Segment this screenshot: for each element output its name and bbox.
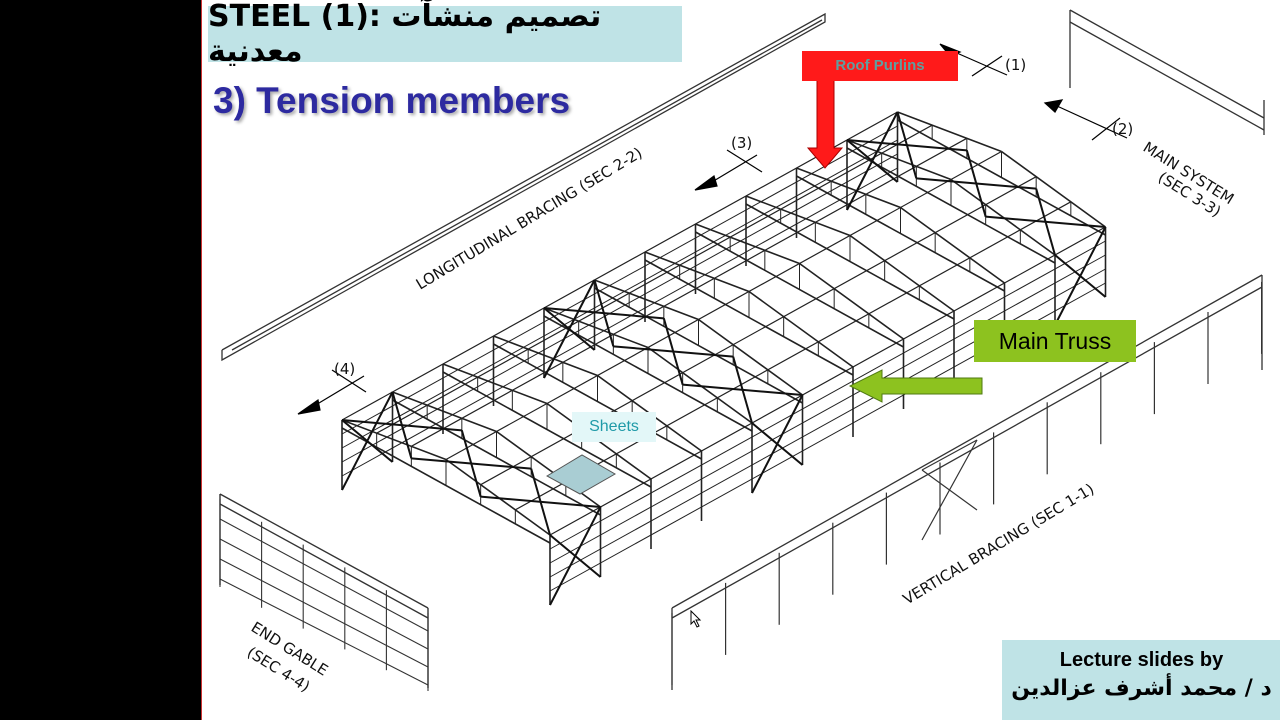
marker-4: (4): [334, 360, 355, 378]
main-system-section: [1069, 9, 1265, 135]
main-truss-label: Main Truss: [974, 320, 1136, 362]
vertical-bracing-section: [671, 274, 1263, 690]
slide-canvas: (1) (2) (3) (4) LONGITUDINAL BRACING (SE…: [201, 0, 1280, 720]
slide-title-box: STEEL (1): تصميم منشآت معدنية: [208, 0, 682, 69]
vertical-bracing-label: VERTICAL BRACING (SEC 1-1): [900, 480, 1097, 609]
main-truss-arrow: [848, 369, 983, 403]
sheets-patch: [545, 454, 617, 495]
credit-line-2: د / محمد أشرف عزالدين: [1011, 676, 1272, 701]
credit-line-1: Lecture slides by: [1059, 649, 1224, 671]
building-frames: [341, 111, 1107, 605]
credit-box: Lecture slides by د / محمد أشرف عزالدين: [1002, 640, 1280, 720]
roof-purlins-label: Roof Purlins: [802, 51, 958, 81]
marker-1: (1): [1005, 56, 1026, 74]
x-bracing: [341, 111, 1107, 606]
section-markers: [297, 43, 1128, 415]
vertical-bracing-columns: [671, 281, 1263, 685]
roof-purlins-arrow: [806, 79, 844, 169]
steel-structure-drawing: (1) (2) (3) (4) LONGITUDINAL BRACING (SE…: [219, 9, 1265, 696]
marker-2: (2): [1112, 120, 1133, 138]
slide-subtitle: 3) Tension members: [213, 80, 571, 121]
longitudinal-bracing-section: [221, 12, 826, 362]
end-gable-grid: [219, 499, 429, 691]
sheets-label: Sheets: [572, 412, 656, 442]
marker-3: (3): [731, 134, 752, 152]
slide-title: STEEL (1): تصميم منشآت معدنية: [208, 0, 602, 69]
mouse-pointer-icon: [690, 610, 702, 628]
